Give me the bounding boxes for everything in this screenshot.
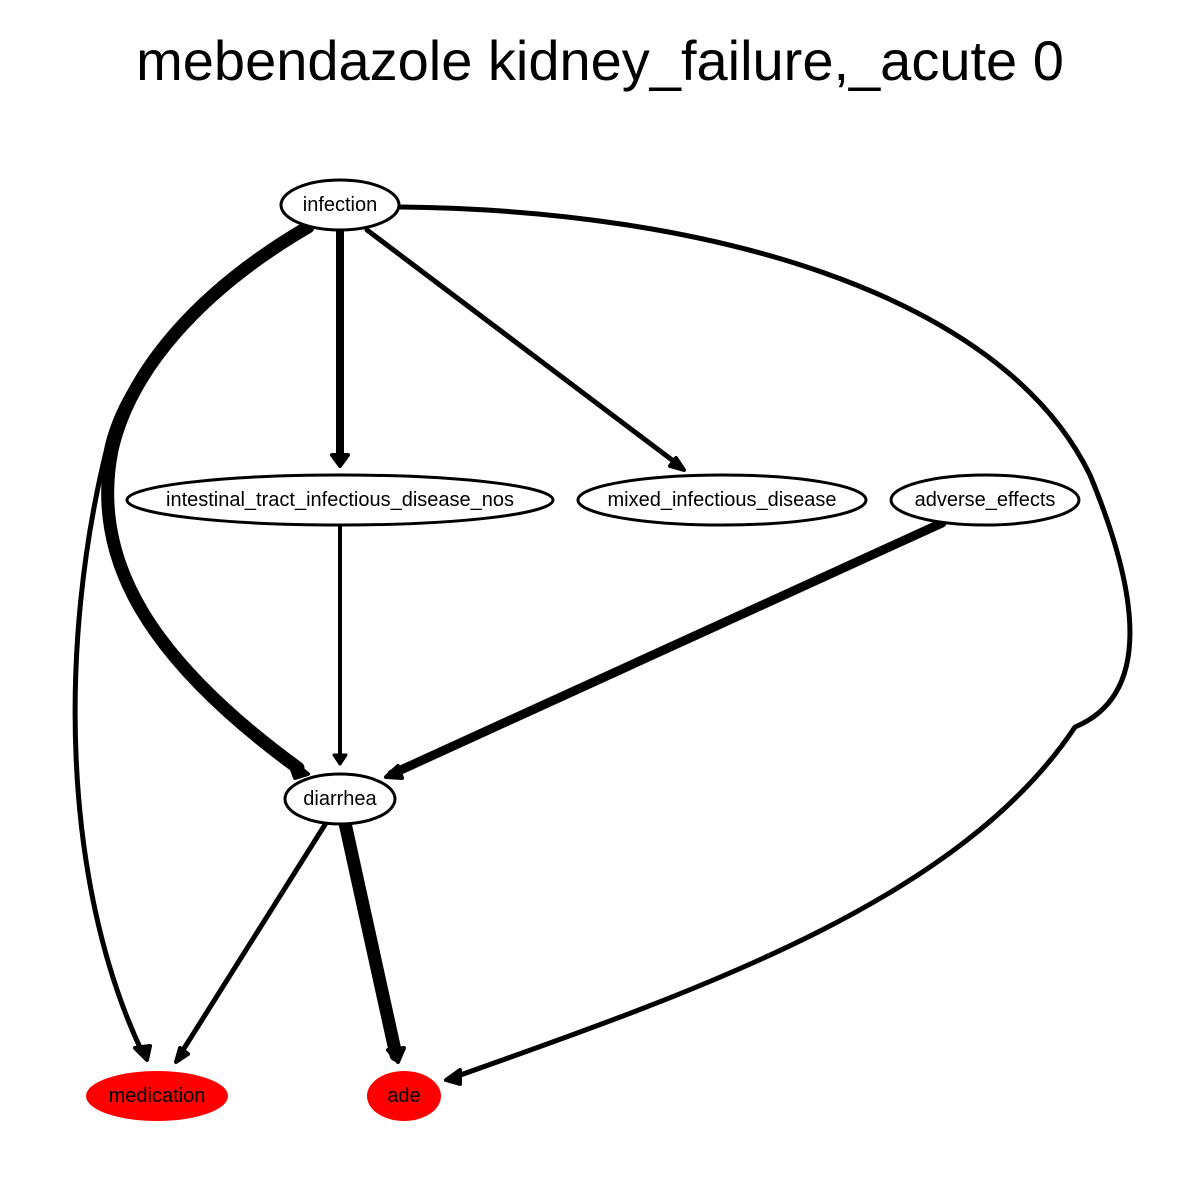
node-intestinal-label: intestinal_tract_infectious_disease_nos bbox=[166, 489, 514, 511]
diagram-title: mebendazole kidney_failure,_acute 0 bbox=[136, 29, 1064, 92]
node-ade: ade bbox=[367, 1071, 441, 1121]
node-mixed-label: mixed_infectious_disease bbox=[607, 489, 836, 511]
node-diarrhea: diarrhea bbox=[283, 772, 397, 826]
node-ade-label: ade bbox=[387, 1085, 420, 1107]
edge-diarrhea-ade bbox=[338, 816, 406, 1064]
node-infection: infection bbox=[279, 178, 401, 232]
node-infection-label: infection bbox=[303, 194, 378, 216]
edge-adverse-diarrhea bbox=[384, 518, 947, 780]
edge-intestinal-diarrhea bbox=[332, 525, 348, 766]
edge-infection-intestinal bbox=[330, 226, 350, 468]
edge-diarrhea-medication bbox=[174, 820, 329, 1064]
node-medication: medication bbox=[86, 1071, 228, 1121]
edge-infection-ade bbox=[397, 204, 1133, 1086]
edge-infection-mixed bbox=[364, 227, 686, 472]
node-diarrhea-label: diarrhea bbox=[303, 788, 377, 810]
node-adverse-effects: adverse_effects bbox=[889, 473, 1081, 527]
node-adverse-label: adverse_effects bbox=[915, 489, 1056, 511]
node-intestinal-tract-infectious-disease-nos: intestinal_tract_infectious_disease_nos bbox=[125, 473, 555, 527]
edge-infection-medication bbox=[72, 229, 303, 1062]
node-mixed-infectious-disease: mixed_infectious_disease bbox=[576, 473, 868, 527]
node-medication-label: medication bbox=[109, 1085, 206, 1107]
